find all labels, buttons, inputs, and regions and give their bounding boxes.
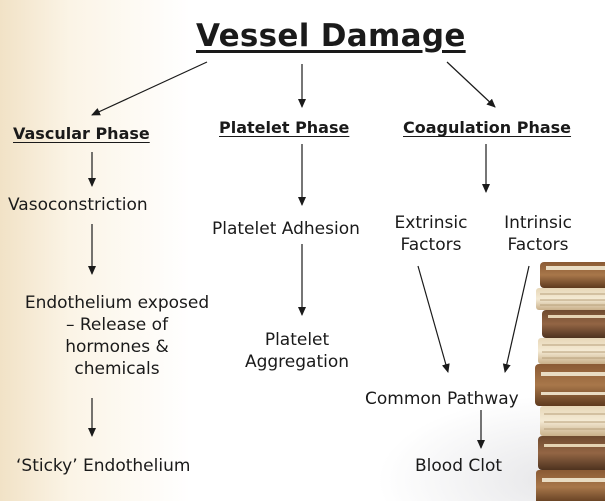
vascular-step-sticky-endothelium: ‘Sticky’ Endothelium	[16, 456, 191, 476]
extrinsic-line-2: Factors	[400, 235, 462, 255]
heading-vascular-phase: Vascular Phase	[13, 124, 150, 143]
book-7	[538, 436, 605, 470]
intrinsic-line-1: Intrinsic	[504, 213, 572, 233]
platelet-step-adhesion: Platelet Adhesion	[212, 219, 360, 239]
vascular-step-vasoconstriction: Vasoconstriction	[8, 195, 148, 215]
diagram-title: Vessel Damage	[196, 18, 466, 54]
vascular-step-endothelium-exposed: Endothelium exposed – Release of hormone…	[2, 292, 232, 380]
coagulation-common-pathway: Common Pathway	[365, 389, 519, 409]
extrinsic-line-1: Extrinsic	[394, 213, 468, 233]
arrow-to-coagulation	[446, 61, 496, 108]
endothelium-line-4: chemicals	[74, 359, 160, 379]
book-4	[538, 338, 605, 364]
coagulation-intrinsic-factors: Intrinsic Factors	[492, 212, 584, 256]
heading-platelet-phase: Platelet Phase	[219, 118, 350, 137]
coagulation-blood-clot: Blood Clot	[415, 456, 503, 476]
arrow-intrinsic	[502, 265, 530, 373]
book-1	[540, 262, 605, 288]
intrinsic-line-2: Factors	[507, 235, 569, 255]
book-6	[540, 406, 605, 436]
coagulation-extrinsic-factors: Extrinsic Factors	[384, 212, 478, 256]
endothelium-line-3: hormones &	[65, 337, 169, 357]
endothelium-line-1: Endothelium exposed	[24, 293, 210, 313]
book-3	[542, 310, 605, 338]
book-8	[536, 470, 605, 501]
arrow-to-vascular	[91, 61, 208, 116]
arrow-extrinsic	[417, 265, 450, 373]
book-5	[535, 364, 605, 406]
endothelium-line-2: – Release of	[65, 315, 169, 335]
aggregation-line-2: Aggregation	[244, 352, 350, 372]
platelet-step-aggregation: Platelet Aggregation	[222, 329, 372, 373]
book-2	[536, 288, 605, 310]
aggregation-line-1: Platelet	[264, 330, 330, 350]
heading-coagulation-phase: Coagulation Phase	[403, 118, 572, 137]
